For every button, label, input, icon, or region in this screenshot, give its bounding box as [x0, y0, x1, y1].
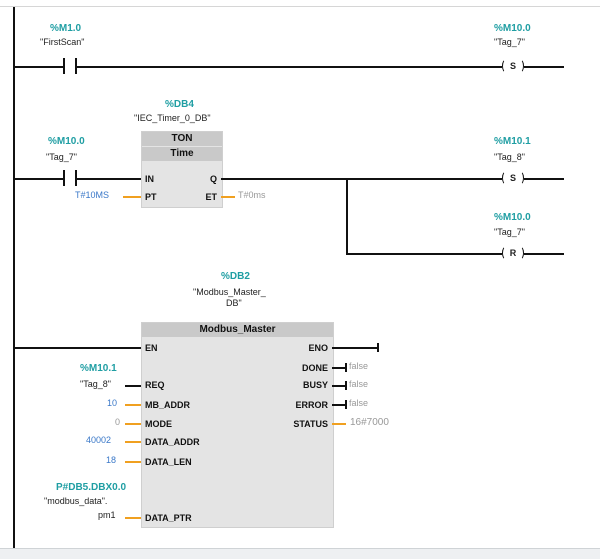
param-wire	[125, 461, 141, 463]
block-db-address[interactable]: %DB2	[221, 271, 250, 282]
rung-wire	[77, 178, 141, 180]
pin-req: REQ	[145, 380, 165, 390]
timer-subtype: Time	[142, 147, 222, 161]
error-value[interactable]: false	[349, 398, 369, 408]
set-coil[interactable]: S	[502, 171, 524, 185]
pin-data-ptr: DATA_PTR	[145, 513, 192, 523]
no-contact[interactable]	[63, 170, 77, 186]
busy-wire	[332, 385, 346, 387]
coil-type: S	[509, 173, 516, 183]
rung-wire	[77, 66, 502, 68]
pin-et: ET	[205, 192, 217, 202]
pin-eno: ENO	[308, 343, 328, 353]
req-address[interactable]: %M10.1	[80, 363, 117, 374]
param-wire	[125, 404, 141, 406]
eno-wire	[332, 347, 378, 349]
ton-timer-block[interactable]: TON Time IN PT Q ET	[141, 131, 223, 208]
pin-error: ERROR	[295, 400, 328, 410]
pt-value[interactable]: T#10MS	[75, 190, 110, 200]
data-ptr-tag-cont[interactable]: pm1	[98, 510, 116, 520]
no-contact[interactable]	[63, 58, 77, 74]
rung-wire	[15, 178, 63, 180]
data-addr-value[interactable]: 40002	[86, 435, 112, 445]
block-title: Modbus_Master	[142, 323, 333, 337]
coil-address[interactable]: %M10.0	[494, 212, 531, 223]
param-wire	[125, 517, 141, 519]
contact-tag[interactable]: "FirstScan"	[40, 37, 85, 47]
timer-db-address[interactable]: %DB4	[165, 99, 194, 110]
rung-wire	[15, 347, 141, 349]
done-wire	[332, 367, 346, 369]
modbus-master-block[interactable]: Modbus_Master EN REQ MB_ADDR MODE DATA_A…	[141, 322, 334, 528]
param-wire	[125, 423, 141, 425]
done-value[interactable]: false	[349, 361, 369, 371]
coil-type: R	[509, 248, 517, 258]
param-wire	[125, 441, 141, 443]
req-wire	[125, 385, 141, 387]
coil-address[interactable]: %M10.1	[494, 136, 531, 147]
block-db-name-cont[interactable]: DB"	[226, 298, 242, 308]
timer-db-name[interactable]: "IEC_Timer_0_DB"	[134, 113, 211, 123]
data-ptr-tag[interactable]: "modbus_data".	[44, 496, 108, 506]
pin-mb-addr: MB_ADDR	[145, 400, 190, 410]
pin-busy: BUSY	[302, 380, 328, 390]
rung-wire	[524, 66, 564, 68]
pin-data-addr: DATA_ADDR	[145, 437, 200, 447]
data-ptr-address[interactable]: P#DB5.DBX0.0	[56, 482, 127, 493]
mb-addr-value[interactable]: 10	[107, 398, 118, 408]
status-wire	[332, 423, 346, 425]
coil-tag[interactable]: "Tag_7"	[494, 37, 525, 47]
pin-pt: PT	[145, 192, 157, 202]
contact-address[interactable]: %M1.0	[50, 23, 82, 34]
bottom-scroll-area[interactable]	[0, 549, 600, 559]
et-wire	[221, 196, 235, 198]
pin-data-len: DATA_LEN	[145, 457, 192, 467]
set-coil[interactable]: S	[502, 59, 524, 73]
pin-mode: MODE	[145, 419, 172, 429]
coil-address[interactable]: %M10.0	[494, 23, 531, 34]
rung-wire	[221, 178, 502, 180]
pin-q: Q	[209, 174, 217, 184]
pin-status: STATUS	[293, 419, 328, 429]
block-db-name[interactable]: "Modbus_Master_	[193, 287, 266, 297]
power-rail	[13, 7, 15, 548]
req-tag[interactable]: "Tag_8"	[80, 379, 111, 389]
error-wire	[332, 404, 346, 406]
timer-type: TON	[142, 132, 222, 146]
pin-en: EN	[145, 343, 158, 353]
pin-done: DONE	[301, 363, 328, 373]
et-value[interactable]: T#0ms	[238, 190, 266, 200]
coil-tag[interactable]: "Tag_8"	[494, 152, 525, 162]
rung-wire	[524, 178, 564, 180]
busy-value[interactable]: false	[349, 379, 369, 389]
top-border	[0, 6, 600, 7]
coil-tag[interactable]: "Tag_7"	[494, 227, 525, 237]
coil-type: S	[509, 61, 516, 71]
bottom-border	[0, 548, 600, 549]
wire-end	[377, 343, 379, 352]
pt-wire	[123, 196, 141, 198]
wire-end	[345, 381, 347, 390]
rung-wire	[15, 66, 63, 68]
rung-wire	[346, 253, 502, 255]
mode-value[interactable]: 0	[115, 417, 121, 427]
wire-end	[345, 363, 347, 372]
branch-wire	[346, 178, 348, 253]
contact-address[interactable]: %M10.0	[48, 136, 85, 147]
pin-in: IN	[145, 174, 154, 184]
rung-wire	[524, 253, 564, 255]
data-len-value[interactable]: 18	[106, 455, 117, 465]
contact-tag[interactable]: "Tag_7"	[46, 152, 77, 162]
status-value[interactable]: 16#7000	[350, 417, 389, 428]
reset-coil[interactable]: R	[502, 246, 524, 260]
wire-end	[345, 400, 347, 409]
